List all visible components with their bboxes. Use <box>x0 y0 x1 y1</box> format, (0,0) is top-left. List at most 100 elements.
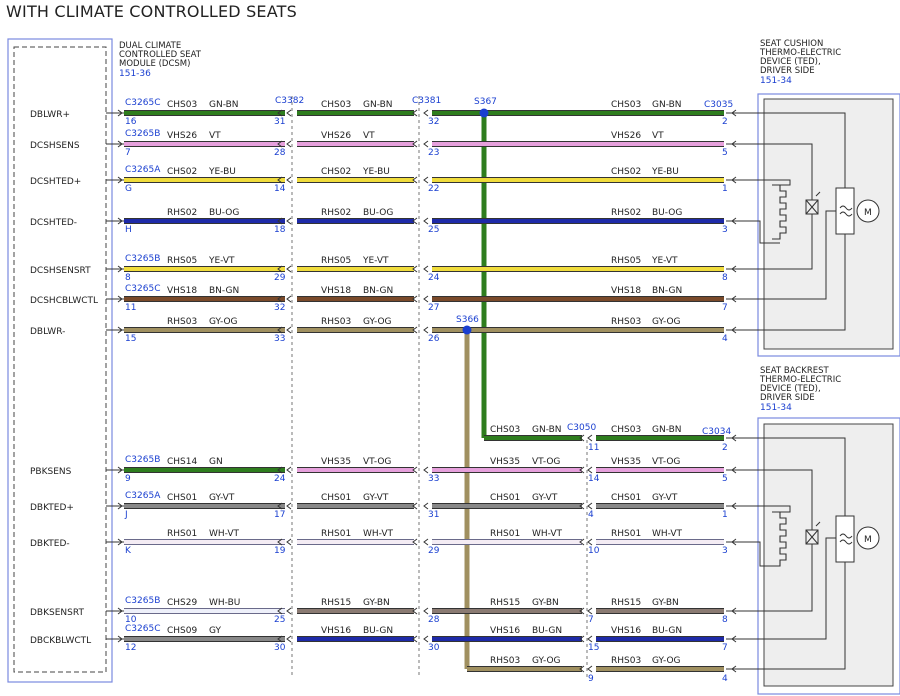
pin-number: 3 <box>722 546 728 556</box>
pin-arrow-icon <box>286 140 292 148</box>
signal-label: DCSHCBLWCTL <box>30 296 98 306</box>
circuit-id: VHS35 <box>490 457 520 467</box>
motor-label: M <box>864 208 872 218</box>
wire-color: BN-GN <box>209 286 239 296</box>
circuit-id: CHS09 <box>167 626 197 636</box>
pin-number: 28 <box>428 615 440 625</box>
pin-number: 3 <box>722 225 728 235</box>
circuit-id: RHS02 <box>167 208 197 218</box>
pin-number: J <box>124 510 128 520</box>
pin-arrow-icon <box>423 466 429 474</box>
wire-color: GY-BN <box>652 598 679 608</box>
pin-arrow-icon <box>286 538 292 546</box>
pin-arrow-icon <box>412 217 418 225</box>
circuit-id: CHS14 <box>167 457 197 467</box>
circuit-id: RHS05 <box>321 256 351 266</box>
pin-arrow-icon <box>587 665 593 673</box>
device-cushion-ted: SEAT CUSHION THERMO-ELECTRIC DEVICE (TED… <box>757 39 900 357</box>
wire-color: VT-OG <box>652 457 680 467</box>
circuit-id: CHS03 <box>611 100 641 110</box>
signal-label: DBKSENSRT <box>30 608 84 618</box>
wire-color: YE-VT <box>208 256 235 266</box>
device-box <box>757 417 900 695</box>
pin-arrow-icon <box>423 109 429 117</box>
pin-number: 29 <box>274 273 286 283</box>
pin-number: 31 <box>274 117 285 127</box>
splice-s366-label: S366 <box>456 315 479 325</box>
pin-arrow-icon <box>412 326 418 334</box>
pin-arrow-icon <box>579 665 585 673</box>
pin-arrow-icon <box>286 265 292 273</box>
pin-arrow-icon <box>117 607 123 615</box>
module-inner-box <box>13 46 107 673</box>
connector-c3034: C3034 <box>702 427 731 437</box>
wire-color: BU-OG <box>209 208 239 218</box>
pin-number: 33 <box>274 334 285 344</box>
pin-number: 5 <box>722 474 728 484</box>
pin-arrow-icon <box>117 217 123 225</box>
pin-number: 5 <box>722 148 728 158</box>
circuit-id: RHS15 <box>611 598 641 608</box>
circuit-id: VHS16 <box>321 626 351 636</box>
pin-arrow-icon <box>286 607 292 615</box>
pin-number: 14 <box>588 474 600 484</box>
circuit-id: RHS02 <box>321 208 351 218</box>
pin-number: 16 <box>125 117 137 127</box>
pin-arrow-icon <box>117 538 123 546</box>
device-backrest-ted: SEAT BACKREST THERMO-ELECTRIC DEVICE (TE… <box>757 366 900 695</box>
pin-number: 30 <box>428 643 440 653</box>
pin-number: 10 <box>125 615 137 625</box>
pin-arrow-icon <box>579 635 585 643</box>
circuit-id: CHS01 <box>490 493 520 503</box>
device-ref: 151-34 <box>760 76 792 86</box>
wire-color: YE-VT <box>362 256 389 266</box>
signal-label: DCSHTED+ <box>30 177 81 187</box>
pin-arrow-icon <box>117 502 123 510</box>
circuit-id: RHS02 <box>611 208 641 218</box>
wire-color: VT <box>209 131 221 141</box>
pin-number: 7 <box>722 303 728 313</box>
circuit-id: VHS18 <box>611 286 641 296</box>
circuit-id: RHS03 <box>490 656 520 666</box>
pin-arrow-icon <box>423 502 429 510</box>
pin-number: 9 <box>125 474 131 484</box>
pin-arrow-icon <box>277 607 283 615</box>
pin-arrow-icon <box>412 466 418 474</box>
pin-number: 8 <box>125 273 131 283</box>
pin-number: 26 <box>428 334 440 344</box>
pin-number: 15 <box>588 643 599 653</box>
pin-arrow-icon <box>412 635 418 643</box>
pin-number: 15 <box>125 334 136 344</box>
wire-color: GY-VT <box>363 493 389 503</box>
wire-color: VT <box>363 131 375 141</box>
pin-arrow-icon <box>117 140 123 148</box>
wire-color: WH-VT <box>532 529 563 539</box>
pin-number: 30 <box>274 643 286 653</box>
motor-housing-icon <box>835 187 855 235</box>
pin-number: 33 <box>428 474 439 484</box>
circuit-id: CHS01 <box>321 493 351 503</box>
pin-arrow-icon <box>117 295 123 303</box>
wire-color: GN-BN <box>363 100 393 110</box>
pin-arrow-icon <box>117 265 123 273</box>
heater-element-icon <box>772 184 787 240</box>
circuit-id: CHS01 <box>611 493 641 503</box>
circuit-id: RHS15 <box>490 598 520 608</box>
pin-arrow-icon <box>587 502 593 510</box>
circuit-id: RHS05 <box>167 256 197 266</box>
pin-number: 8 <box>722 615 728 625</box>
circuit-id: VHS18 <box>321 286 351 296</box>
wire-color: BN-GN <box>652 286 682 296</box>
device-box <box>757 93 900 357</box>
pin-number: 29 <box>428 546 440 556</box>
circuit-id: RHS03 <box>167 317 197 327</box>
pin-arrow-icon <box>277 217 283 225</box>
pin-arrow-icon <box>286 295 292 303</box>
wire-color: GY-OG <box>652 656 681 666</box>
page-title: WITH CLIMATE CONTROLLED SEATS <box>6 2 297 21</box>
pin-number: G <box>125 184 132 194</box>
connector-c3381: C3381 <box>412 96 441 106</box>
signal-label: DBKTED- <box>30 539 70 549</box>
pin-arrow-icon <box>286 326 292 334</box>
